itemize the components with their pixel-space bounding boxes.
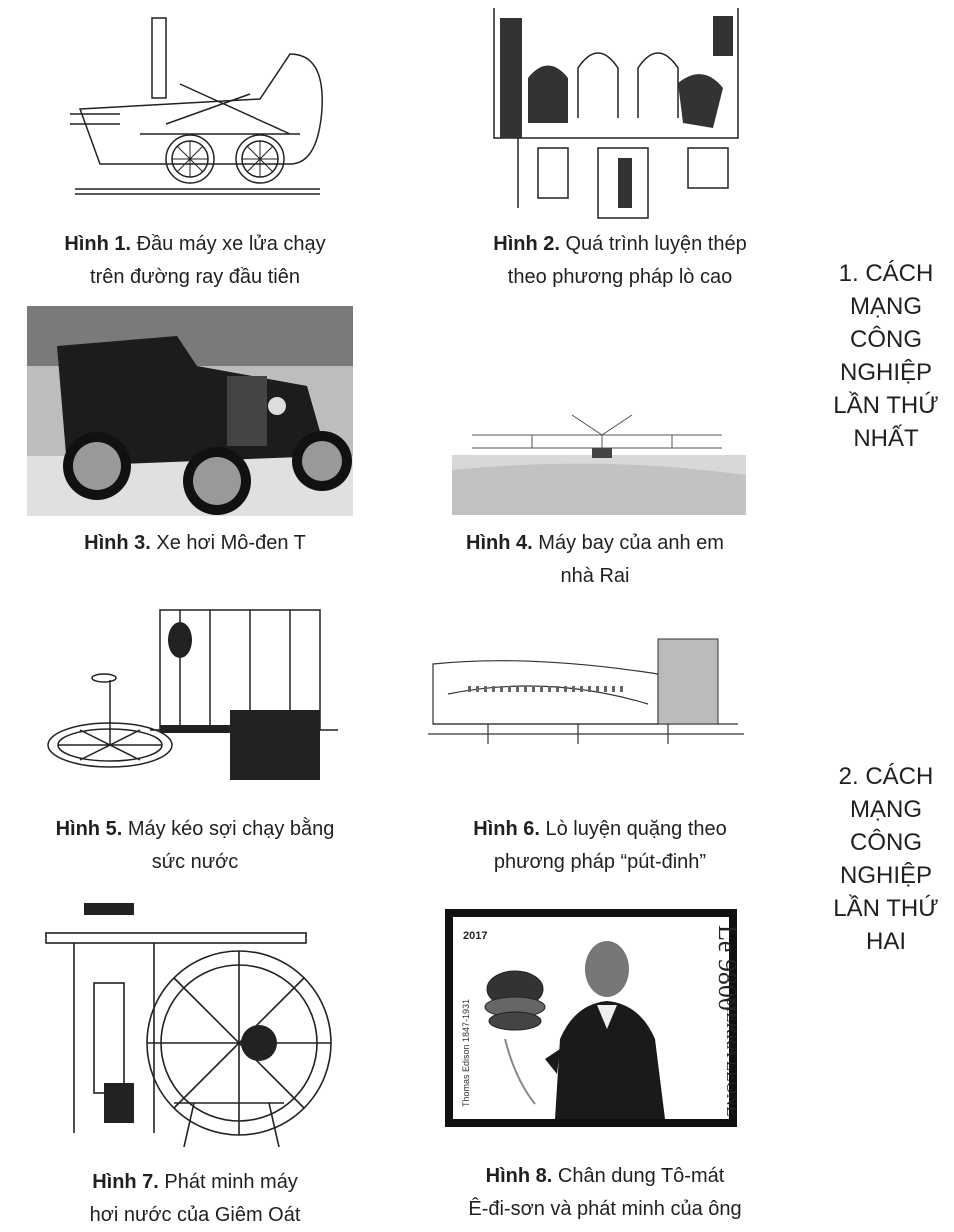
stamp-value: Le 9800 (713, 925, 737, 1011)
locomotive-illustration (70, 17, 323, 195)
figure-2-caption: Hình 2. Quá trình luyện thép theo phương… (440, 228, 800, 294)
caption-text: Ê-đi-sơn và phát minh của ông (468, 1198, 742, 1220)
caption-text: Lò luyện quặng theo (545, 818, 727, 840)
caption-text: hơi nước của Giêm Oát (89, 1204, 301, 1226)
steam-engine-illustration (45, 903, 332, 1147)
caption-text: sức nước (151, 851, 239, 873)
figure-4-image (452, 400, 746, 515)
stamp-country: SIERRA LEONE (723, 997, 737, 1116)
figure-5-caption: Hình 5. Máy kéo sợi chạy bằng sức nước (10, 813, 380, 879)
figure-8-image: 2017 Le 9800 SIERRA LEONE Thomas Edison … (445, 909, 737, 1127)
figure-3-image (27, 306, 353, 516)
figure-label: Hình 5. (55, 818, 123, 840)
figure-label: Hình 7. (92, 1171, 159, 1193)
figure-label: Hình 3. (84, 532, 151, 554)
caption-text: phương pháp “pút-đinh” (493, 851, 707, 873)
caption-text: Xe hơi Mô-đen T (156, 532, 306, 554)
figure-3-caption: Hình 3. Xe hơi Mô-đen T (20, 527, 370, 560)
puddling-furnace-illustration (428, 638, 744, 744)
figure-4-caption: Hình 4. Máy bay của anh em nhà Rai (420, 527, 770, 593)
section-second-industrial-revolution: 2. CÁCH MẠNG CÔNG NGHIỆP LẦN THỨ HAI (833, 763, 939, 955)
wright-airplane-photo (452, 400, 746, 515)
figure-2-image (488, 8, 758, 220)
figure-label: Hình 4. (466, 532, 533, 554)
figure-label: Hình 1. (64, 233, 132, 255)
edison-stamp: 2017 Le 9800 SIERRA LEONE Thomas Edison … (445, 909, 737, 1127)
figure-6-caption: Hình 6. Lò luyện quặng theo phương pháp … (420, 813, 780, 879)
model-t-car-photo (27, 306, 353, 516)
caption-text: Quá trình luyện thép (565, 233, 747, 255)
figure-1-image (60, 14, 335, 204)
caption-text: trên đường ray đầu tiên (90, 266, 300, 288)
figure-7-caption: Hình 7. Phát minh máy hơi nước của Giêm … (10, 1166, 380, 1232)
caption-text: nhà Rai (560, 565, 630, 587)
blast-furnace-illustration (493, 8, 739, 219)
figure-6-image (428, 634, 744, 746)
section-first-industrial-revolution: 1. CÁCH MẠNG CÔNG NGHIỆP LẦN THỨ NHẤT (833, 260, 939, 452)
caption-text: Chân dung Tô-mát (557, 1165, 725, 1187)
caption-text: Phát minh máy (164, 1171, 298, 1193)
stamp-name: Thomas Edison 1847-1931 (461, 999, 471, 1107)
figure-label: Hình 8. (485, 1165, 553, 1187)
figure-7-image (44, 903, 334, 1147)
caption-text: Máy bay của anh em (538, 532, 724, 554)
figure-8-caption: Hình 8. Chân dung Tô-mát Ê-đi-sơn và phá… (420, 1160, 790, 1226)
caption-text: Đầu máy xe lửa chạy (136, 233, 326, 255)
caption-text: theo phương pháp lò cao (507, 266, 733, 288)
figure-5-image (40, 600, 338, 785)
stamp-year: 2017 (463, 930, 487, 942)
water-frame-illustration (47, 609, 338, 780)
figure-label: Hình 2. (493, 233, 560, 255)
caption-text: Máy kéo sợi chạy bằng (127, 818, 335, 840)
figure-label: Hình 6. (473, 818, 540, 840)
figure-1-caption: Hình 1. Đầu máy xe lửa chạy trên đường r… (20, 228, 370, 294)
